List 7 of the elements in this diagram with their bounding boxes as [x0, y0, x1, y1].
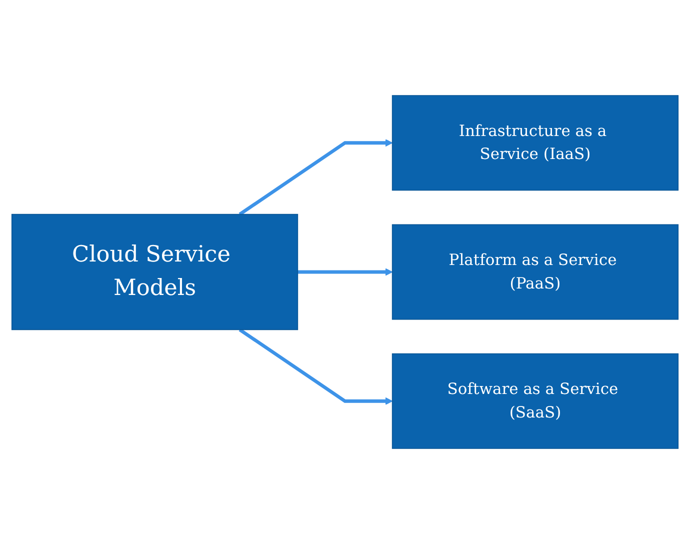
- arrow: [238, 139, 393, 216]
- arrow: [298, 268, 393, 276]
- arrow: [238, 328, 393, 405]
- node-box: Cloud Service Models: [11, 214, 298, 330]
- node-box: Software as a Service (SaaS): [392, 353, 679, 449]
- node-box: Infrastructure as a Service (IaaS): [392, 95, 679, 191]
- node-box: Platform as a Service (PaaS): [392, 224, 679, 320]
